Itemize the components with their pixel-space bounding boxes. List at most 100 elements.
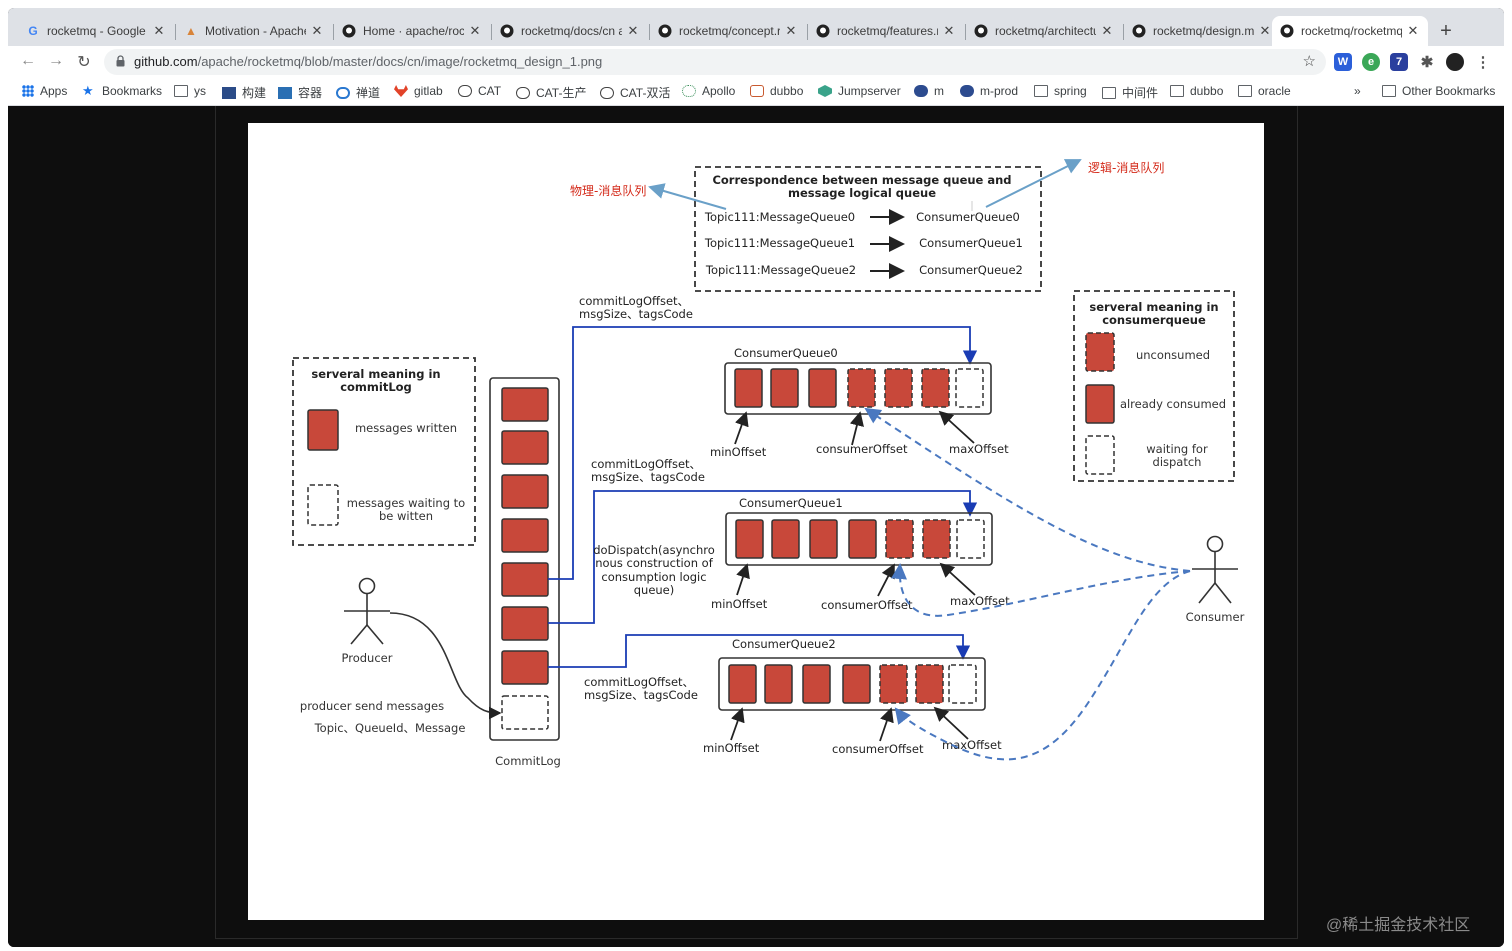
bookmark-label: 容器 (298, 86, 323, 100)
logic-queue-label: 逻辑-消息队列 (1088, 160, 1164, 175)
tab-design[interactable]: rocketmq/design.m ✕ (1124, 16, 1280, 46)
puzzle-icon[interactable]: ✱ (1418, 53, 1436, 71)
bookmark-label: Other Bookmarks (1402, 84, 1496, 98)
new-tab-button[interactable]: + (1440, 20, 1452, 42)
legend-unconsumed-swatch (1085, 332, 1115, 372)
cq2-min-offset: minOffset (703, 741, 760, 755)
clipboard-extension-icon[interactable]: 7 (1390, 53, 1408, 71)
cq1-consumer-offset: consumerOffset (821, 598, 913, 612)
bookmark-gitlab[interactable]: gitlab (394, 84, 443, 98)
word-extension-icon[interactable]: W (1334, 53, 1352, 71)
legend-waiting-label-2: be witten (379, 509, 433, 523)
corr-right-0: ConsumerQueue0 (916, 210, 1020, 224)
close-icon[interactable]: ✕ (785, 23, 797, 38)
close-icon[interactable]: ✕ (943, 23, 955, 38)
cq-consumed-cell (842, 664, 871, 704)
bookmark-label: dubbo (1190, 84, 1224, 98)
bookmark-other[interactable]: Other Bookmarks (1382, 84, 1495, 98)
tab-architecture[interactable]: rocketmq/architectu ✕ (966, 16, 1122, 46)
bookmark-label: gitlab (414, 84, 443, 98)
bookmark-cat-dual[interactable]: CAT-双活 (600, 84, 670, 101)
star-icon[interactable]: ☆ (1302, 53, 1316, 70)
cq-consumed-cell (848, 519, 877, 559)
cq-consumed-cell (735, 519, 764, 559)
bookmark-build[interactable]: 构建 (222, 84, 266, 101)
producer-send-label-1: producer send messages (300, 699, 444, 713)
tab-concept[interactable]: rocketmq/concept.r ✕ (650, 16, 806, 46)
bookmark-dubbo-folder[interactable]: dubbo (1170, 84, 1223, 98)
apps-grid-icon (22, 85, 34, 97)
cq-consumed-cell (770, 368, 799, 408)
tab-motivation[interactable]: ▲ Motivation - Apache ✕ (176, 16, 332, 46)
dispatch-line-cq2 (548, 634, 971, 668)
producer-actor-icon (344, 577, 390, 645)
corr-right-1: ConsumerQueue1 (919, 236, 1023, 250)
address-bar[interactable]: github.com/apache/rocketmq/blob/master/d… (104, 49, 1326, 75)
tab-features[interactable]: rocketmq/features.r ✕ (808, 16, 964, 46)
bookmark-cat[interactable]: CAT (458, 84, 501, 98)
offset-label-b-1: commitLogOffset、 (591, 457, 701, 471)
bookmarks-overflow[interactable]: » (1354, 84, 1361, 98)
toolbar: ← → ↻ github.com/apache/rocketmq/blob/ma… (8, 46, 1504, 78)
tab-docs-cn[interactable]: rocketmq/docs/cn a ✕ (492, 16, 648, 46)
commitlog-message (501, 387, 549, 422)
cq-unconsumed-cell (922, 519, 951, 559)
cq1-min-offset: minOffset (711, 597, 768, 611)
commitlog-message (501, 518, 549, 553)
close-icon[interactable]: ✕ (1101, 23, 1113, 38)
bookmark-jumpserver[interactable]: Jumpserver (818, 84, 901, 98)
folder-icon (1238, 85, 1252, 97)
watermark: @稀土掘金技术社区 (1326, 917, 1471, 934)
bookmark-spring[interactable]: spring (1034, 84, 1087, 98)
legend-consumed-label: already consumed (1120, 397, 1226, 411)
commitlog-label: CommitLog (495, 754, 561, 768)
bookmark-middleware[interactable]: 中间件 (1102, 84, 1158, 101)
bookmark-cat-prod[interactable]: CAT-生产 (516, 84, 586, 101)
bookmark-zentao[interactable]: 禅道 (336, 84, 380, 101)
bookmark-bookmarks[interactable]: ★Bookmarks (82, 84, 162, 98)
tab-title: rocketmq/concept.r (679, 24, 780, 38)
max-offset-arrow (933, 706, 969, 740)
close-icon[interactable]: ✕ (311, 23, 323, 38)
bookmark-container[interactable]: 容器 (278, 84, 322, 101)
legend-waiting-label-1: messages waiting to (347, 496, 465, 510)
commitlog-message (501, 474, 549, 509)
correspondence-box (694, 166, 1042, 292)
cq1-max-offset: maxOffset (950, 594, 1010, 608)
bookmark-apollo[interactable]: Apollo (682, 84, 735, 98)
tab-rocketmq-active[interactable]: rocketmq/rocketmq ✕ (1272, 16, 1428, 46)
bookmark-m[interactable]: m (914, 84, 944, 98)
close-icon[interactable]: ✕ (1407, 23, 1419, 38)
close-icon[interactable]: ✕ (1259, 23, 1271, 38)
reload-button[interactable]: ↻ (77, 54, 91, 71)
cq-dispatch-cell (955, 368, 984, 408)
close-icon[interactable]: ✕ (469, 23, 481, 38)
consumer-queue-1 (725, 512, 993, 566)
jumpserver-icon (818, 85, 832, 97)
forward-button[interactable]: → (48, 52, 64, 69)
legend-unconsumed-label: unconsumed (1136, 348, 1210, 362)
jenkins-icon (222, 86, 236, 99)
tab-strip: G rocketmq - Google ✕ ▲ Motivation - Apa… (8, 8, 1504, 46)
back-button[interactable]: ← (20, 52, 36, 69)
avatar[interactable] (1446, 53, 1464, 71)
lock-icon (116, 55, 125, 67)
commitlog-message (501, 606, 549, 641)
evernote-extension-icon[interactable]: e (1362, 53, 1380, 71)
phys-queue-label: 物理-消息队列 (570, 183, 646, 198)
legend-written-label: messages written (355, 421, 457, 435)
github-icon (342, 24, 356, 38)
tab-google[interactable]: G rocketmq - Google ✕ (18, 16, 174, 46)
bookmark-ys[interactable]: ys (174, 84, 206, 98)
consumer-offset-arrow (879, 707, 894, 742)
tab-title: rocketmq/architectu (995, 24, 1096, 38)
bookmark-dubbo[interactable]: dubbo (750, 84, 803, 98)
close-icon[interactable]: ✕ (627, 23, 639, 38)
bookmark-apps[interactable]: Apps (22, 84, 67, 98)
tab-github-home[interactable]: Home · apache/rock ✕ (334, 16, 490, 46)
menu-icon[interactable]: ⋮ (1474, 53, 1492, 71)
globe-icon (516, 86, 530, 99)
close-icon[interactable]: ✕ (153, 23, 165, 38)
bookmark-oracle[interactable]: oracle (1238, 84, 1291, 98)
bookmark-m-prod[interactable]: m-prod (960, 84, 1018, 98)
